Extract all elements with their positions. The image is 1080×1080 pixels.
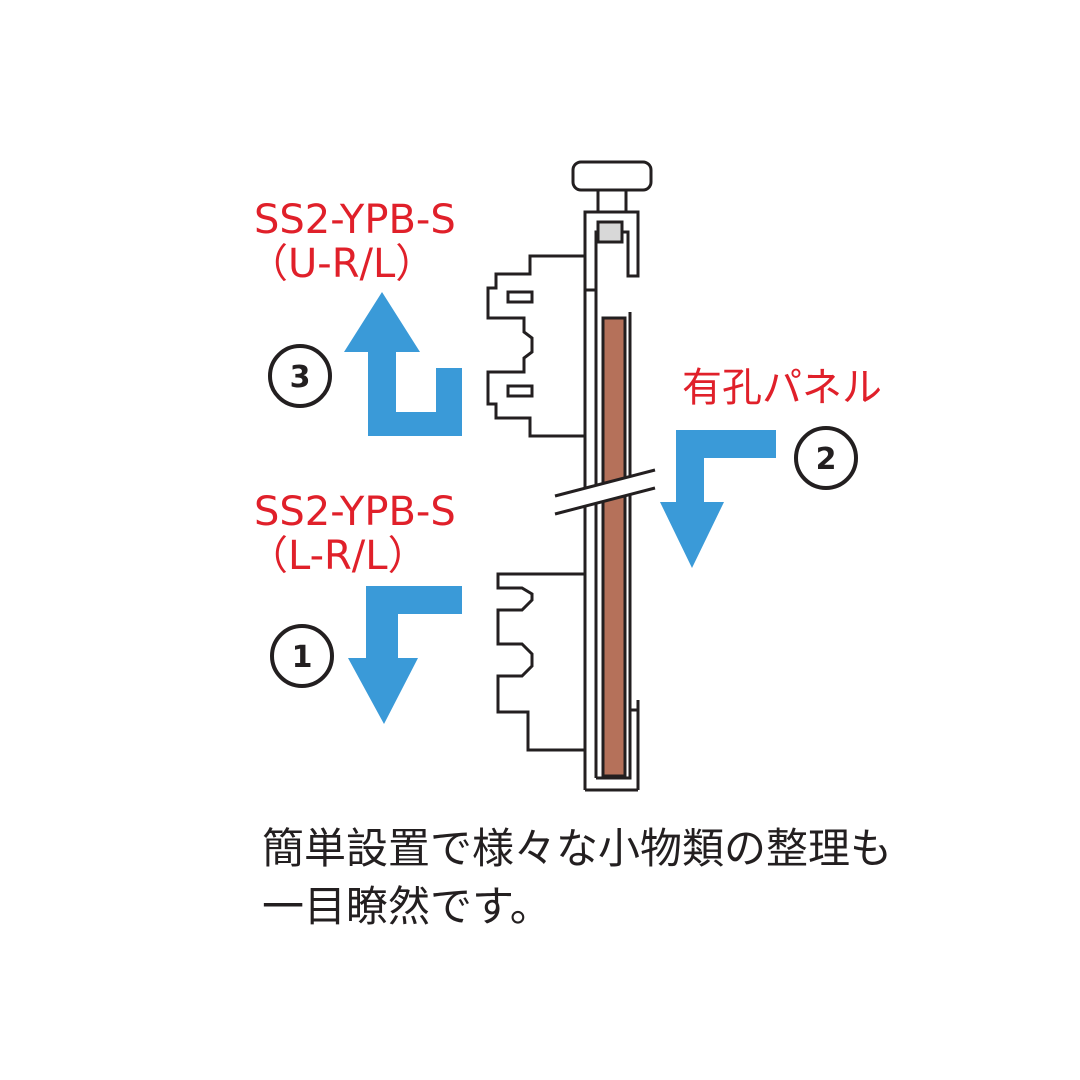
arrow-step3-icon [344,292,462,436]
upper-model-label: SS2-YPB-S [254,197,456,243]
lower-model-label: SS2-YPB-S [254,489,456,535]
lower-hook-bracket [496,572,587,752]
panel-label: 有孔パネル [682,365,882,411]
step1-badge: 1 [270,624,334,688]
step3-number: 3 [290,360,311,395]
clamp-screw [596,220,624,244]
step3-badge: 3 [268,344,332,408]
upper-clamp-assembly [571,160,653,292]
caption: 簡単設置で様々な小物類の整理も 一目瞭然です。 [262,820,982,936]
knob-icon [571,160,653,192]
step2-number: 2 [816,442,837,477]
step1-number: 1 [292,640,313,675]
arrow-step2-icon [660,430,776,568]
caption-line-2: 一目瞭然です。 [262,882,552,931]
knob-stem [596,188,628,214]
upper-hook-bracket [486,254,587,438]
step2-badge: 2 [794,426,858,490]
break-mark [554,468,656,516]
perforated-panel [601,316,627,778]
upper-variant-label: （U-R/L） [248,241,436,287]
lower-variant-label: （L-R/L） [248,533,428,579]
caption-line-1: 簡単設置で様々な小物類の整理も [262,824,893,873]
arrow-step1-icon [348,586,462,724]
